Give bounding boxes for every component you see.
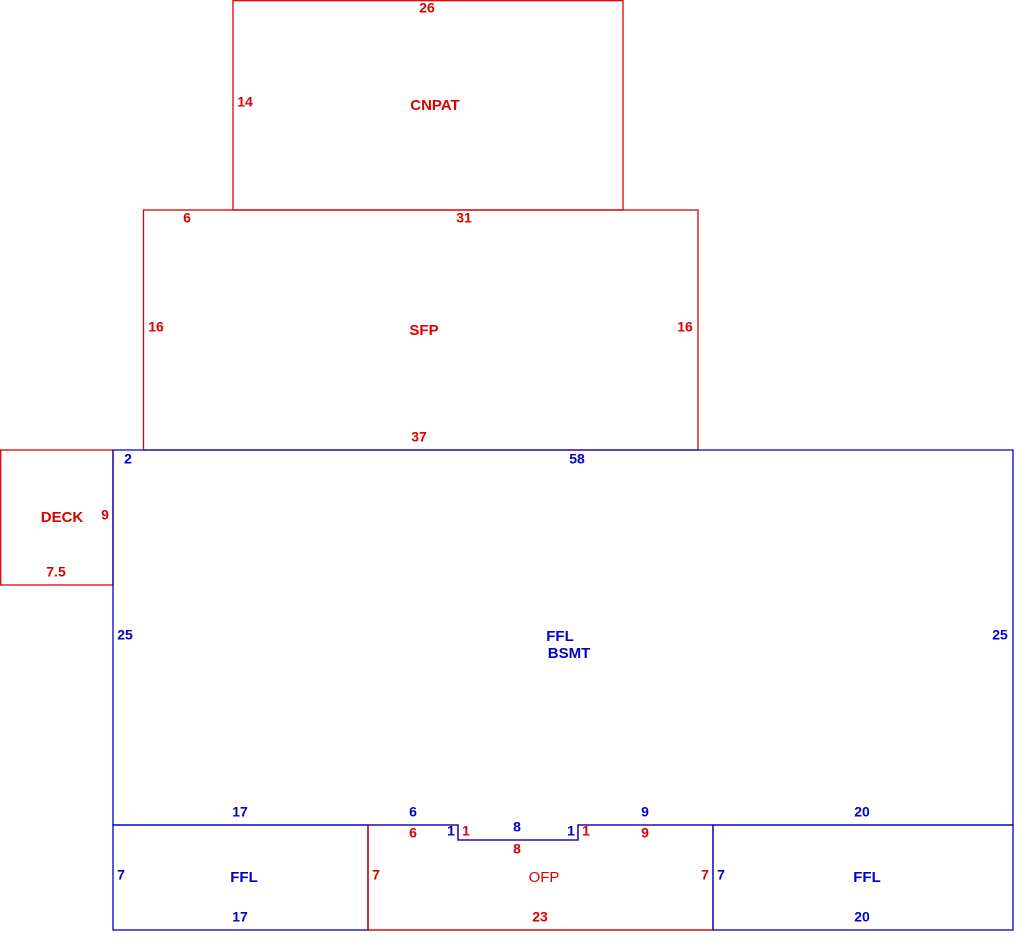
ofp-right-dim: 7	[701, 867, 709, 883]
ofp-bottom-dim: 23	[532, 909, 548, 925]
ofp-right-jog-dim: 1	[582, 823, 590, 839]
ofp-notch-dim: 8	[513, 841, 521, 857]
ofp-label: OFP	[529, 869, 560, 886]
main-right-dim: 25	[992, 627, 1008, 643]
ffl-right-bottom-dim: 20	[854, 909, 870, 925]
cnpat-area: CNPAT 26 14	[232, 0, 624, 211]
sfp-bottom-dim: 37	[411, 429, 427, 445]
sfp-right-dim: 16	[677, 319, 693, 335]
main-bottom-left-dim: 17	[232, 804, 248, 820]
ffl-left-side-dim: 7	[117, 867, 125, 883]
main-bsmt-label: BSMT	[548, 645, 591, 662]
main-ffl-bsmt-area: FFL BSMT 2 58 25 25 17 6 1 8 1 9 20	[112, 449, 1014, 841]
ofp-left-top-dim: 6	[409, 825, 417, 841]
main-bottom-notch-left-dim: 6	[409, 804, 417, 820]
main-notch-right-jog-dim: 1	[567, 823, 575, 839]
main-ffl-label: FFL	[546, 628, 574, 645]
ofp-area: OFP 6 1 8 1 9 7 7 23	[367, 823, 714, 931]
ffl-left-label: FFL	[230, 869, 258, 886]
ffl-right-area: FFL 7 20	[712, 824, 1014, 931]
deck-area: DECK 9 7.5	[0, 449, 114, 586]
deck-bottom-dim: 7.5	[46, 564, 66, 580]
ffl-right-side-dim: 7	[717, 867, 725, 883]
ffl-left-area: FFL 7 17	[112, 824, 369, 931]
ofp-left-jog-dim: 1	[462, 823, 470, 839]
sfp-area: SFP 6 31 16 16 37	[142, 209, 699, 451]
sfp-left-dim: 16	[148, 319, 164, 335]
main-top-offset-dim: 2	[124, 451, 132, 467]
ofp-edge-overlay	[367, 825, 713, 931]
cnpat-left-dim: 14	[237, 94, 253, 110]
deck-side-dim: 9	[101, 507, 109, 523]
ffl-left-bottom-dim: 17	[232, 909, 248, 925]
sfp-left-offset-dim: 6	[183, 210, 191, 226]
main-notch-left-jog-dim: 1	[447, 823, 455, 839]
main-top-dim: 58	[569, 451, 585, 467]
cnpat-label: CNPAT	[410, 97, 459, 114]
main-notch-bottom-dim: 8	[513, 819, 521, 835]
sfp-top-dim: 31	[456, 210, 472, 226]
deck-label: DECK	[41, 509, 84, 526]
cnpat-top-dim: 26	[419, 0, 435, 16]
ffl-right-label: FFL	[853, 869, 881, 886]
ofp-left-dim: 7	[372, 867, 380, 883]
ffl-right-outline	[712, 824, 1014, 931]
sfp-label: SFP	[409, 322, 438, 339]
main-left-dim: 25	[117, 627, 133, 643]
main-bottom-right-dim: 20	[854, 804, 870, 820]
main-bottom-notch-right-dim: 9	[641, 804, 649, 820]
ofp-right-top-dim: 9	[641, 825, 649, 841]
